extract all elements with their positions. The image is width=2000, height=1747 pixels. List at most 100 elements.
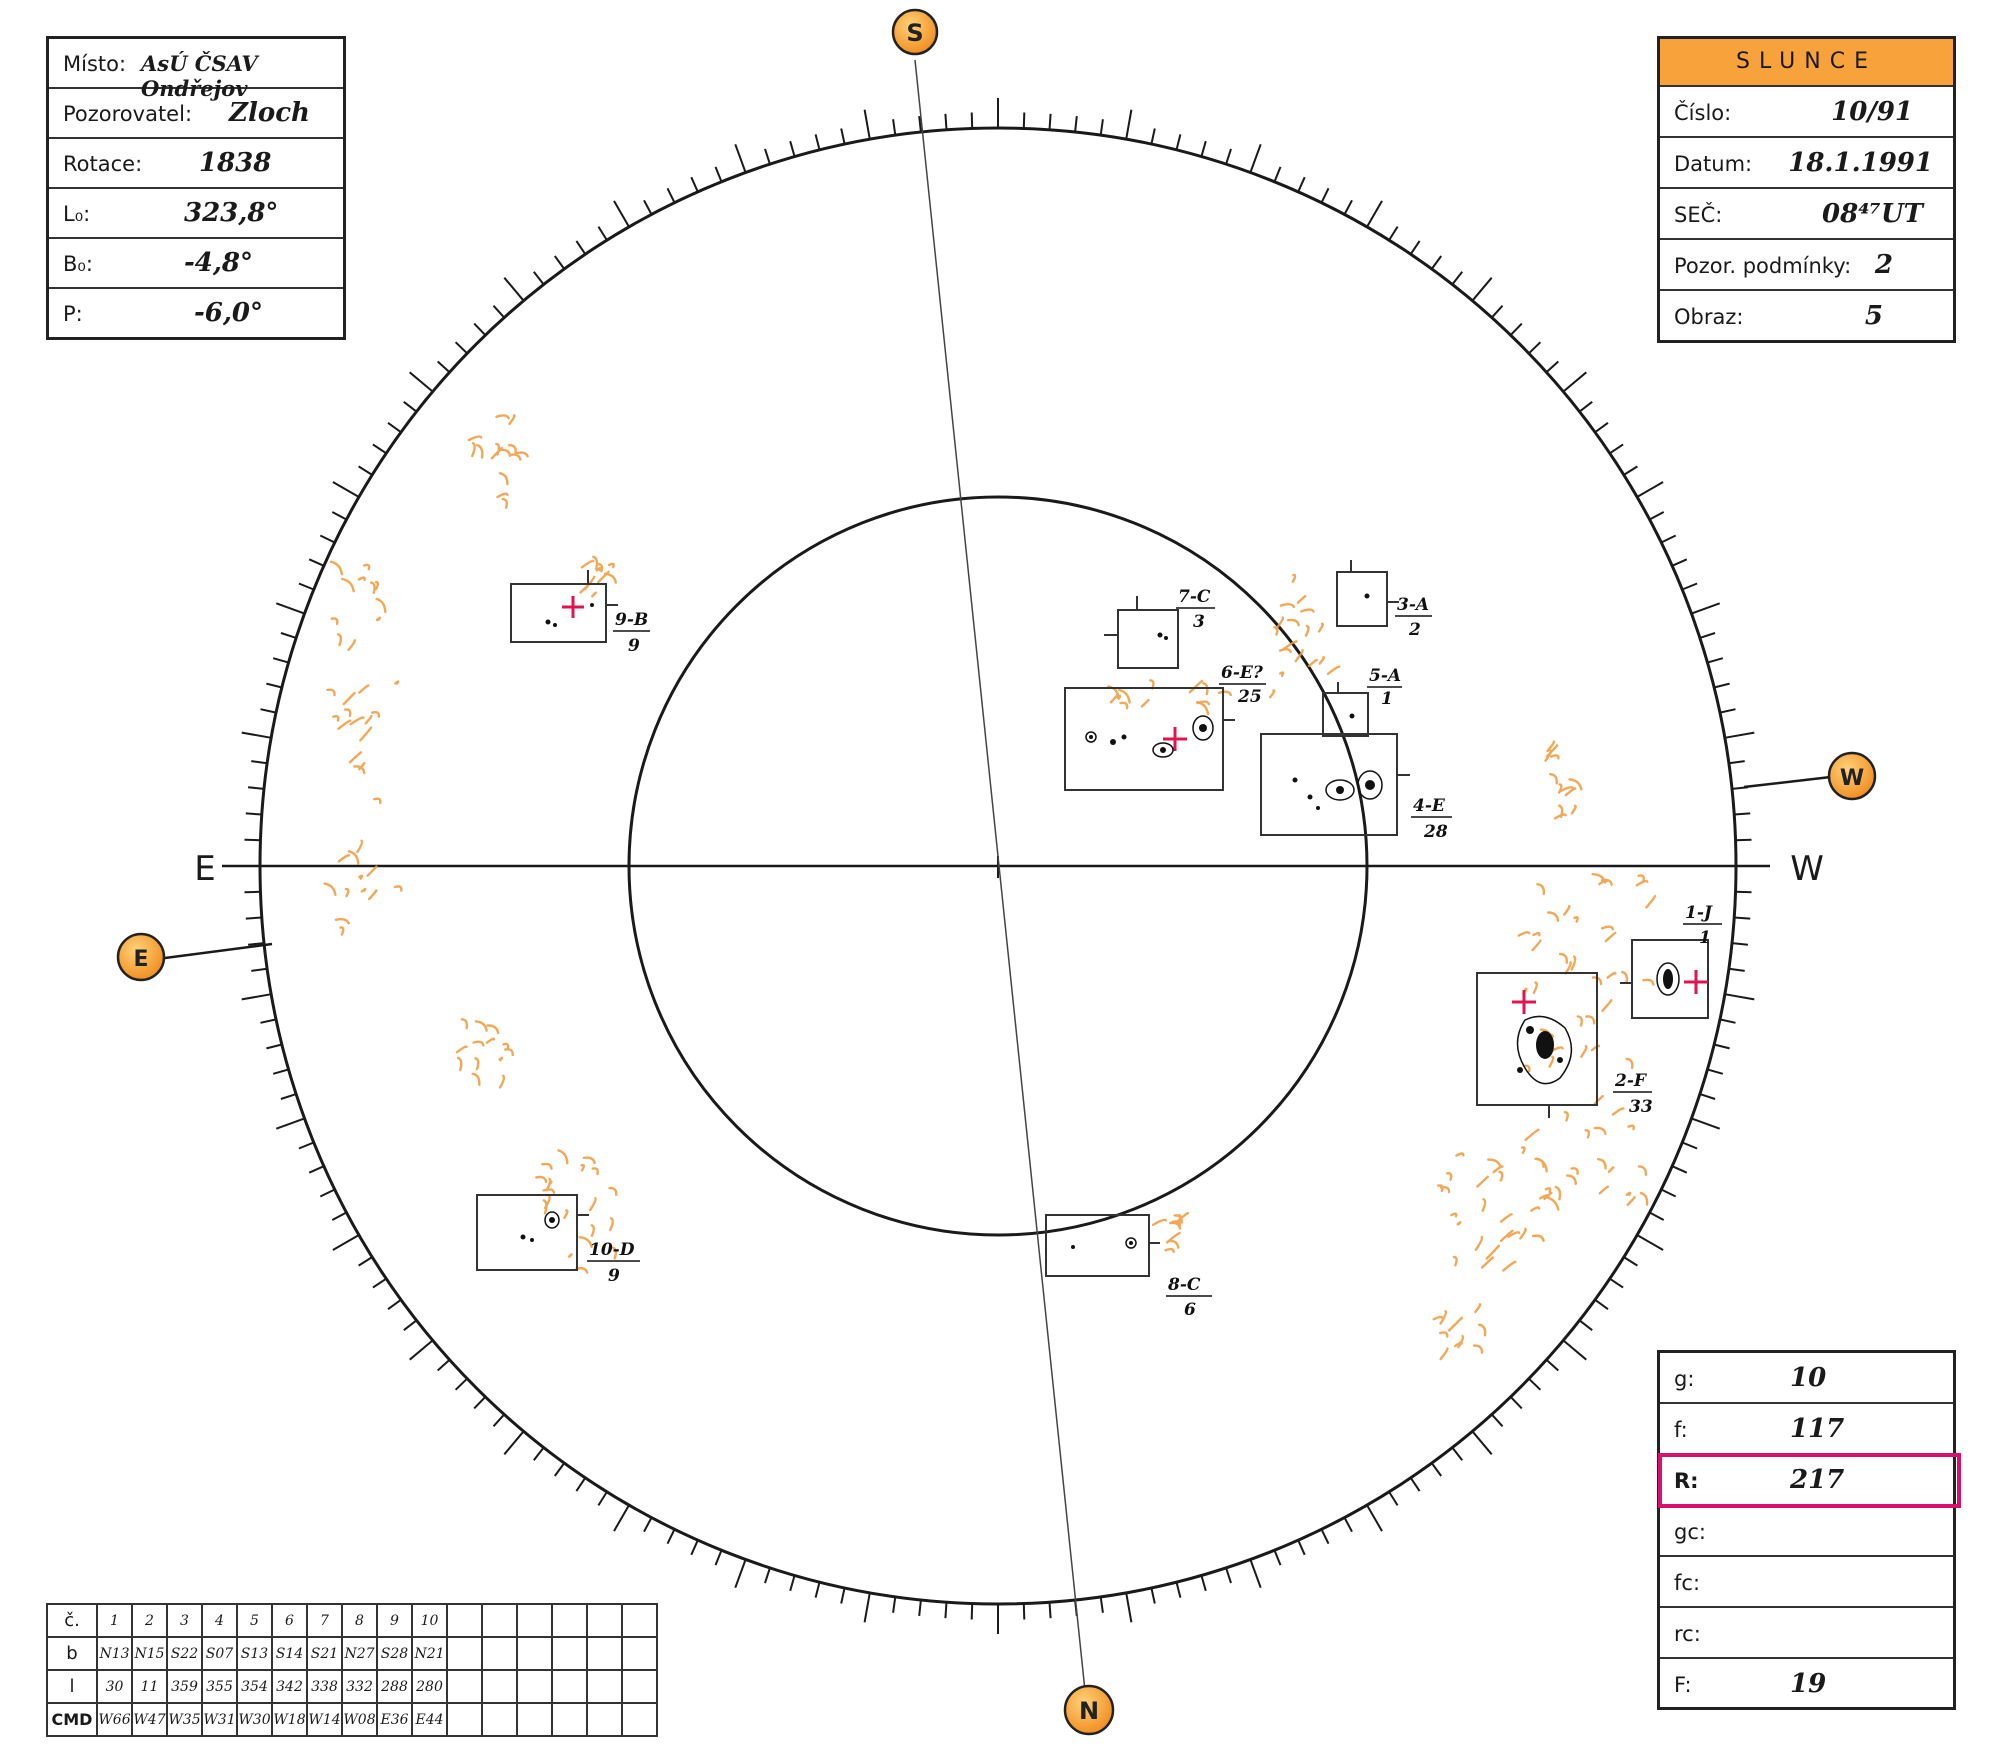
l0-label: L₀: (63, 202, 91, 226)
group-count-4: 28 (1423, 822, 1448, 842)
group-count-9: 9 (628, 636, 640, 656)
table-cell: S14 (271, 1636, 308, 1671)
row-b0: B₀: -4,8° (49, 239, 343, 289)
b0-label: B₀: (63, 252, 93, 276)
row-g: g: 10 (1660, 1353, 1953, 1404)
table-cell (516, 1669, 553, 1704)
table-cell: N27 (341, 1636, 378, 1671)
group-count-10: 9 (608, 1266, 620, 1286)
misto-value: AsÚ ČSAV Ondřejov (141, 51, 258, 101)
observation-info-box: Místo: AsÚ ČSAV Ondřejov Pozorovatel: Zl… (46, 36, 346, 340)
table-cell: 10 (411, 1603, 448, 1638)
table-cell: S13 (236, 1636, 273, 1671)
f-value: 117 (1790, 1414, 1845, 1444)
table-cell: 9 (376, 1603, 413, 1638)
table-cell: 7 (306, 1603, 343, 1638)
group-label-4: 4-E (1413, 796, 1446, 816)
table-cell: 338 (306, 1669, 343, 1704)
row-misto: Místo: AsÚ ČSAV Ondřejov (49, 39, 343, 101)
datum-label: Datum: (1674, 152, 1753, 176)
table-cell: 332 (341, 1669, 378, 1704)
group-count-1: 1 (1699, 928, 1711, 948)
table-cell: 11 (131, 1669, 168, 1704)
group-count-7: 3 (1193, 612, 1205, 632)
row-r: R: 217 (1658, 1453, 1961, 1508)
row-cislo: Číslo: 10/91 (1660, 87, 1953, 138)
spot-group-3 (1336, 560, 1399, 627)
axis-label-w: W (1790, 849, 1824, 889)
p-value: -6,0° (194, 298, 264, 328)
group-count-8: 6 (1184, 1300, 1196, 1320)
F-label: F: (1674, 1673, 1692, 1697)
obraz-value: 5 (1864, 301, 1883, 331)
cislo-label: Číslo: (1674, 101, 1732, 125)
table-cell: 4 (201, 1603, 238, 1638)
rotace-label: Rotace: (63, 152, 143, 176)
spot-group-1 (1620, 939, 1709, 1019)
table-cell (621, 1702, 658, 1737)
table-cell: 8 (341, 1603, 378, 1638)
row-sec: SEČ: 08⁴⁷UT (1660, 189, 1953, 240)
marker-s: S (891, 8, 939, 56)
sun-record-box: SLUNCE Číslo: 10/91 Datum: 18.1.1991 SEČ… (1657, 36, 1956, 343)
group-label-10: 10-D (589, 1240, 635, 1260)
table-cell (586, 1603, 623, 1638)
table-cell (621, 1636, 658, 1671)
table-cell: 30 (96, 1669, 133, 1704)
spot-group-7 (1104, 596, 1179, 669)
f-label: f: (1674, 1418, 1688, 1442)
table-cell (446, 1603, 483, 1638)
svg-text:W: W (1840, 766, 1864, 791)
r-label: R: (1674, 1469, 1699, 1493)
table-cell (586, 1669, 623, 1704)
table-row-label: l (46, 1669, 98, 1704)
table-cell: W18 (271, 1702, 308, 1737)
table-cell: W30 (236, 1702, 273, 1737)
table-cell (446, 1702, 483, 1737)
p-label: P: (63, 302, 83, 326)
group-label-8: 8-C (1167, 1275, 1201, 1295)
table-cell: N21 (411, 1636, 448, 1671)
row-p: P: -6,0° (49, 289, 343, 339)
table-cell: N13 (96, 1636, 133, 1671)
l0-value: 323,8° (184, 198, 279, 228)
table-row-label: č. (46, 1603, 98, 1638)
table-cell (621, 1669, 658, 1704)
table-cell: W14 (306, 1702, 343, 1737)
sunspot-counts-box: g: 10 f: 117 R: 217 gc: fc: rc: F: 19 (1657, 1350, 1961, 1710)
svg-text:S: S (906, 19, 923, 47)
row-pozorovatel: Pozorovatel: Zloch (49, 89, 343, 139)
table-cell (446, 1636, 483, 1671)
g-value: 10 (1790, 1363, 1827, 1393)
table-cell (551, 1636, 588, 1671)
table-cell (481, 1636, 518, 1671)
table-cell: S21 (306, 1636, 343, 1671)
row-rc: rc: (1660, 1608, 1953, 1659)
r-value: 217 (1790, 1465, 1845, 1495)
spot-group-5 (1322, 682, 1369, 737)
group-label-1: 1-J (1685, 903, 1713, 923)
row-datum: Datum: 18.1.1991 (1660, 138, 1953, 189)
table-cell (516, 1636, 553, 1671)
table-cell: 5 (236, 1603, 273, 1638)
row-F: F: 19 (1660, 1659, 1953, 1710)
group-label-5: 5-A (1369, 666, 1401, 686)
table-cell (481, 1603, 518, 1638)
gc-label: gc: (1674, 1520, 1706, 1544)
F-value: 19 (1790, 1669, 1827, 1699)
row-f: f: 117 (1660, 1404, 1953, 1455)
group-count-5: 1 (1381, 689, 1393, 709)
spot-group-8 (1045, 1214, 1160, 1277)
marker-e: E (116, 932, 166, 982)
marker-w: W (1827, 751, 1877, 801)
group-count-6: 25 (1237, 687, 1262, 707)
table-cell (481, 1669, 518, 1704)
table-cell: 3 (166, 1603, 203, 1638)
table-cell: W66 (96, 1702, 133, 1737)
table-cell (586, 1702, 623, 1737)
pozorovatel-value: Zloch (229, 98, 310, 128)
group-count-2: 33 (1629, 1097, 1653, 1117)
